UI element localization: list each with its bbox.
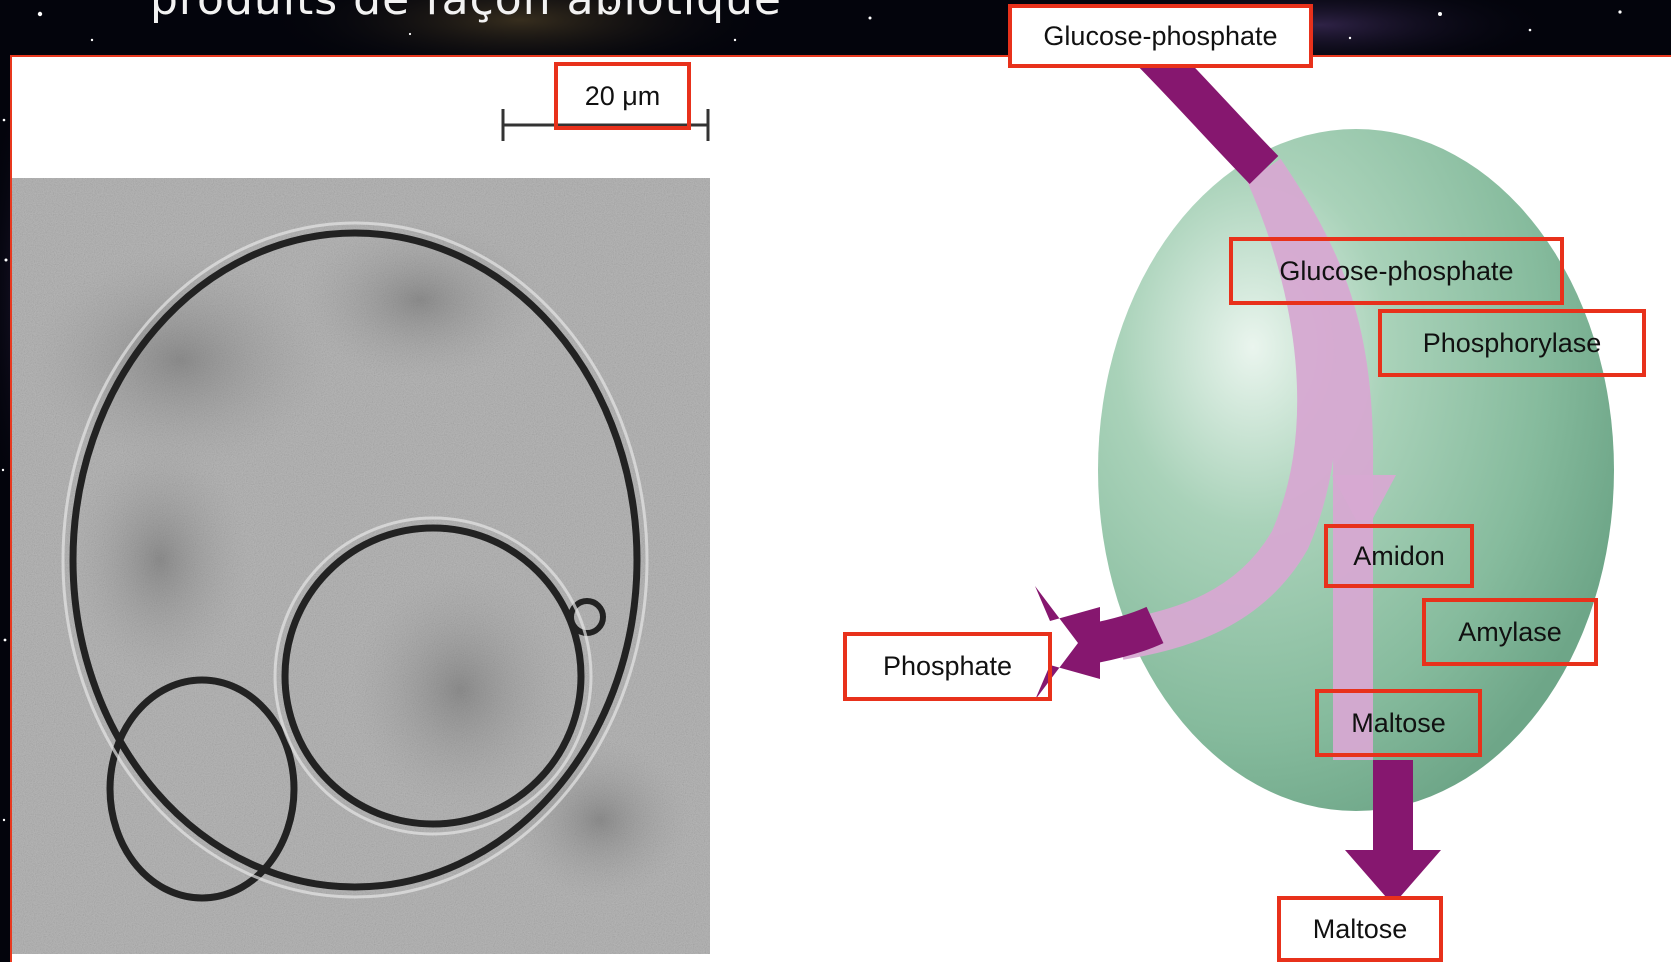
label-phosphorylase: Phosphorylase <box>1378 309 1646 377</box>
vesicle-micrograph <box>12 178 710 954</box>
label-amidon: Amidon <box>1324 524 1474 588</box>
label-glucose-phosphate-inside: Glucose-phosphate <box>1229 237 1564 305</box>
label-phosphate: Phosphate <box>843 632 1052 701</box>
label-maltose-outside: Maltose <box>1277 896 1443 962</box>
scale-bar-label: 20 μm <box>554 62 691 130</box>
label-glucose-phosphate-outside: Glucose-phosphate <box>1008 4 1313 68</box>
label-maltose-inside: Maltose <box>1315 689 1482 757</box>
label-amylase: Amylase <box>1422 598 1598 666</box>
